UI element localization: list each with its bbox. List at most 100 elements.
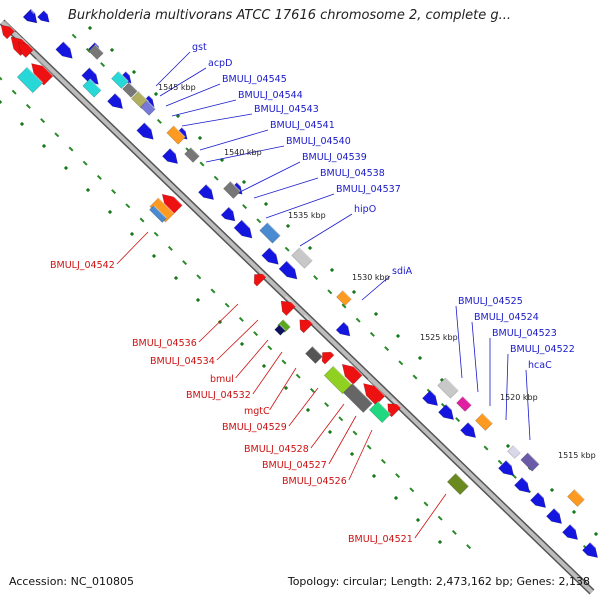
forward-gene-label[interactable]: BMULJ_04545 xyxy=(222,74,287,85)
forward-gene-label[interactable]: BMULJ_04539 xyxy=(302,152,367,163)
kbp-tick-label: 1525 kbp xyxy=(420,333,458,342)
reverse-gene-box[interactable] xyxy=(149,205,167,223)
forward-gene-arrow[interactable] xyxy=(460,422,479,441)
forward-gene-label[interactable]: gst xyxy=(192,42,207,53)
reverse-gene-arrow[interactable] xyxy=(276,296,296,316)
forward-label-leader xyxy=(253,177,319,199)
forward-gene-box[interactable] xyxy=(223,181,241,199)
tick-track-dot xyxy=(139,217,145,223)
forward-gene-box[interactable] xyxy=(437,377,459,399)
forward-gene-box[interactable] xyxy=(111,71,129,89)
reverse-gene-label[interactable]: BMULJ_04529 xyxy=(222,422,287,433)
forward-gene-arrow[interactable] xyxy=(233,219,256,242)
forward-gene-arrow[interactable] xyxy=(335,321,354,340)
reverse-gene-label[interactable]: bmul xyxy=(210,374,234,385)
forward-gene-box[interactable] xyxy=(122,82,138,98)
forward-gene-arrow[interactable] xyxy=(198,184,217,203)
forward-gene-arrow[interactable] xyxy=(498,460,517,479)
forward-gene-box[interactable] xyxy=(88,44,104,60)
reverse-gene-arrow[interactable] xyxy=(338,359,363,385)
reverse-gene-box[interactable] xyxy=(446,472,470,496)
forward-gene-label[interactable]: BMULJ_04537 xyxy=(336,184,401,195)
forward-gene-label[interactable]: hcaC xyxy=(528,360,552,371)
reverse-gene-label[interactable]: mgtC xyxy=(244,406,270,417)
forward-gene-box[interactable] xyxy=(567,489,585,507)
forward-gene-box[interactable] xyxy=(166,125,186,145)
forward-gene-box[interactable] xyxy=(475,413,493,431)
forward-gene-box[interactable] xyxy=(140,100,156,116)
forward-gene-label[interactable]: BMULJ_04525 xyxy=(458,296,523,307)
forward-gene-arrow[interactable] xyxy=(514,477,533,496)
tick-track-dot xyxy=(111,189,117,195)
reverse-gene-arrow[interactable] xyxy=(27,58,54,86)
tick-track-dot xyxy=(412,374,418,380)
cog-track-dot xyxy=(327,429,333,435)
forward-gene-box[interactable] xyxy=(291,247,313,269)
reverse-gene-box[interactable] xyxy=(274,324,286,336)
reverse-gene-label[interactable]: BMULJ_04528 xyxy=(244,444,309,455)
forward-gene-box[interactable] xyxy=(456,396,472,412)
reverse-gene-box[interactable] xyxy=(16,66,44,94)
forward-gene-arrow[interactable] xyxy=(530,492,549,511)
forward-gene-box[interactable] xyxy=(259,222,281,244)
reverse-gene-label[interactable]: BMULJ_04542 xyxy=(50,260,115,271)
reverse-gene-arrow[interactable] xyxy=(250,269,267,287)
forward-gene-arrow[interactable] xyxy=(562,524,581,543)
reverse-gene-box[interactable] xyxy=(368,400,392,424)
forward-gene-label[interactable]: sdiA xyxy=(392,266,413,277)
tick-track-dot xyxy=(40,118,46,124)
forward-gene-arrow[interactable] xyxy=(24,10,40,26)
forward-gene-arrow[interactable] xyxy=(220,206,239,225)
forward-gene-label[interactable]: BMULJ_04538 xyxy=(320,168,385,179)
reverse-gene-box[interactable] xyxy=(343,383,373,413)
forward-gene-label[interactable]: hipO xyxy=(354,204,376,215)
forward-gene-box[interactable] xyxy=(507,445,521,459)
reverse-gene-arrow[interactable] xyxy=(14,38,34,58)
reverse-gene-arrow[interactable] xyxy=(318,347,335,365)
forward-label-leader xyxy=(155,51,191,87)
forward-gene-arrow[interactable] xyxy=(278,260,301,283)
forward-gene-label[interactable]: BMULJ_04522 xyxy=(510,344,575,355)
forward-gene-label[interactable]: BMULJ_04543 xyxy=(254,104,319,115)
cog-track-dot xyxy=(41,143,47,149)
reverse-gene-label[interactable]: BMULJ_04532 xyxy=(186,390,251,401)
forward-gene-arrow[interactable] xyxy=(162,148,181,167)
forward-gene-arrow[interactable] xyxy=(261,247,283,269)
reverse-gene-arrow[interactable] xyxy=(383,398,402,418)
reverse-gene-box[interactable] xyxy=(305,346,323,364)
forward-gene-label[interactable]: BMULJ_04523 xyxy=(492,328,557,339)
reverse-gene-label[interactable]: BMULJ_04526 xyxy=(282,476,347,487)
reverse-gene-box[interactable] xyxy=(323,365,353,395)
forward-gene-arrow[interactable] xyxy=(422,390,441,409)
cog-track-dot xyxy=(173,275,179,281)
forward-gene-arrow[interactable] xyxy=(55,41,77,63)
forward-gene-arrow[interactable] xyxy=(107,93,126,112)
reverse-gene-arrow[interactable] xyxy=(158,189,183,215)
forward-gene-label[interactable]: BMULJ_04524 xyxy=(474,312,539,323)
forward-gene-box[interactable] xyxy=(520,452,540,472)
forward-gene-arrow[interactable] xyxy=(546,508,565,527)
forward-gene-label[interactable]: acpD xyxy=(208,58,232,69)
reverse-gene-box[interactable] xyxy=(149,197,175,223)
reverse-gene-arrow[interactable] xyxy=(295,314,314,334)
forward-gene-arrow[interactable] xyxy=(582,542,600,561)
cog-track-dot xyxy=(349,451,355,457)
reverse-gene-label[interactable]: BMULJ_04521 xyxy=(348,534,413,545)
forward-gene-box[interactable] xyxy=(82,78,102,98)
reverse-gene-arrow[interactable] xyxy=(0,20,16,40)
forward-gene-arrow[interactable] xyxy=(136,122,158,144)
tick-track-dot xyxy=(455,417,461,423)
forward-gene-arrow[interactable] xyxy=(37,10,53,26)
cog-track-dot xyxy=(371,473,377,479)
reverse-gene-label[interactable]: BMULJ_04536 xyxy=(132,338,197,349)
reverse-gene-label[interactable]: BMULJ_04534 xyxy=(150,356,215,367)
forward-gene-box[interactable] xyxy=(336,290,352,306)
cog-track-dot xyxy=(571,509,577,515)
forward-gene-label[interactable]: BMULJ_04540 xyxy=(286,136,351,147)
reverse-gene-box[interactable] xyxy=(277,319,291,333)
reverse-gene-label[interactable]: BMULJ_04527 xyxy=(262,460,327,471)
forward-gene-box[interactable] xyxy=(184,147,200,163)
forward-gene-label[interactable]: BMULJ_04544 xyxy=(238,90,303,101)
forward-gene-label[interactable]: BMULJ_04541 xyxy=(270,120,335,131)
forward-gene-arrow[interactable] xyxy=(438,404,457,423)
